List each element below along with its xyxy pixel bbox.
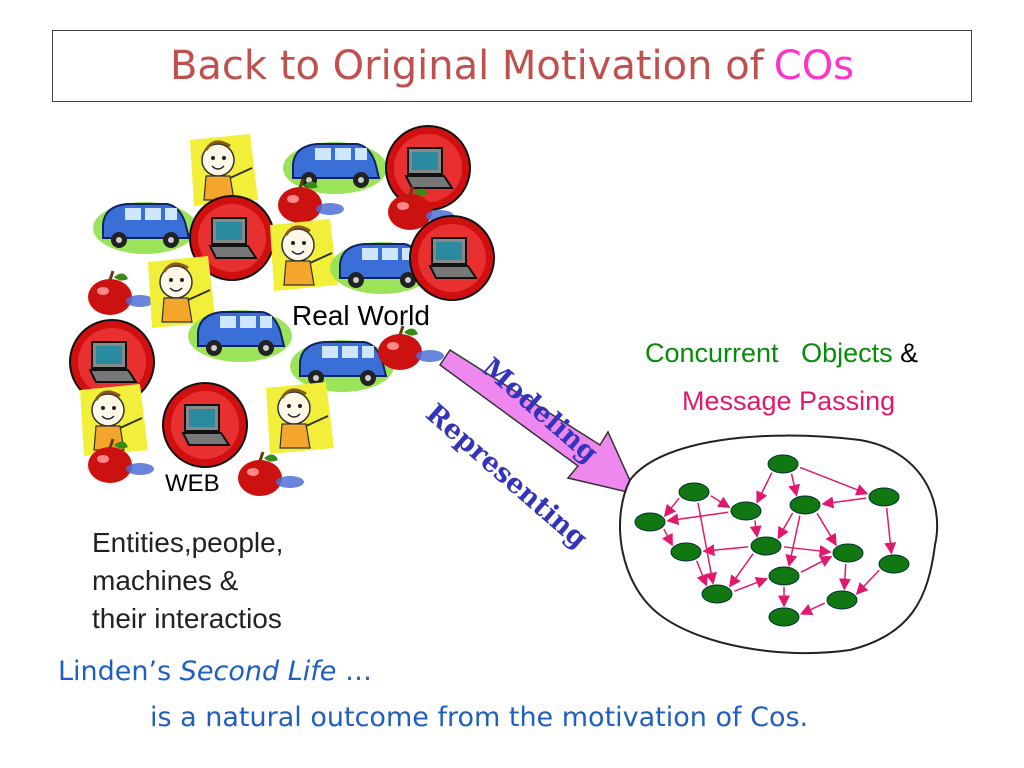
object-node xyxy=(634,512,666,532)
real-world-label: Real World xyxy=(292,300,430,331)
object-node xyxy=(730,501,762,521)
person-icon xyxy=(188,132,260,208)
apple-icon xyxy=(376,324,446,372)
laptop-icon xyxy=(409,215,495,301)
message-arrow xyxy=(788,473,800,497)
entities-description: Entities,people, machines & their intera… xyxy=(92,524,283,638)
linden-prefix: Linden’s xyxy=(58,656,172,687)
linden-line: Linden’s Second Life … xyxy=(58,656,372,687)
entities-line: their interactios xyxy=(92,603,282,634)
message-arrow xyxy=(734,576,769,592)
objects-word: Objects xyxy=(801,338,893,368)
web-label: WEB xyxy=(165,470,220,497)
object-node xyxy=(878,554,910,574)
message-arrow xyxy=(855,569,880,595)
message-passing-heading: Message Passing xyxy=(682,386,896,416)
object-node xyxy=(701,584,733,604)
object-node xyxy=(826,590,858,610)
slide-title: Back to Original Motivation of COs xyxy=(52,30,972,102)
linden-suffix: … xyxy=(344,656,372,687)
object-node xyxy=(768,566,800,586)
message-arrow xyxy=(800,556,833,573)
apple-icon xyxy=(236,450,306,498)
person-icon xyxy=(78,382,150,458)
object-node xyxy=(768,607,800,627)
concurrent-word: Concurrent xyxy=(645,338,779,368)
message-arrow xyxy=(695,560,709,587)
message-arrow xyxy=(777,512,794,540)
object-node xyxy=(767,454,799,474)
message-arrow xyxy=(697,502,718,585)
concurrent-objects-heading: Concurrent Objects & xyxy=(645,338,918,369)
person-icon xyxy=(264,380,336,456)
car-icon xyxy=(282,141,388,195)
message-arrow xyxy=(816,512,837,547)
object-node xyxy=(832,543,864,563)
apple-icon xyxy=(86,269,156,317)
message-arrow xyxy=(728,553,754,588)
object-node xyxy=(678,482,710,502)
laptop-icon xyxy=(162,382,248,468)
car-icon xyxy=(187,309,293,363)
modeling-arrow xyxy=(438,348,638,496)
message-arrow xyxy=(785,515,801,567)
object-nodes xyxy=(634,454,910,627)
object-node xyxy=(789,495,821,515)
object-node xyxy=(750,536,782,556)
title-accent: COs xyxy=(773,43,855,89)
ampersand: & xyxy=(900,338,919,368)
message-arrow xyxy=(663,497,680,517)
message-arrow xyxy=(661,528,673,547)
message-arrow xyxy=(799,466,869,496)
message-arrow xyxy=(821,496,867,509)
message-arrow xyxy=(799,602,826,615)
message-arrow xyxy=(749,520,762,538)
message-arrow xyxy=(710,495,731,509)
title-main: Back to Original Motivation of xyxy=(169,43,764,89)
message-arrow xyxy=(838,563,851,591)
person-icon xyxy=(268,217,340,293)
object-node xyxy=(670,542,702,562)
message-arrow xyxy=(702,544,749,557)
outcome-line: is a natural outcome from the motivation… xyxy=(150,702,809,733)
entities-line: Entities,people, xyxy=(92,527,284,558)
object-node xyxy=(868,487,900,507)
entities-line: machines & xyxy=(92,565,239,596)
car-icon xyxy=(92,201,198,255)
second-life-text: Second Life xyxy=(179,656,337,687)
message-arrow xyxy=(756,472,773,504)
message-arrow xyxy=(666,511,729,526)
message-arrow xyxy=(783,544,832,557)
message-arrow xyxy=(884,507,897,555)
message-edges xyxy=(661,466,897,615)
